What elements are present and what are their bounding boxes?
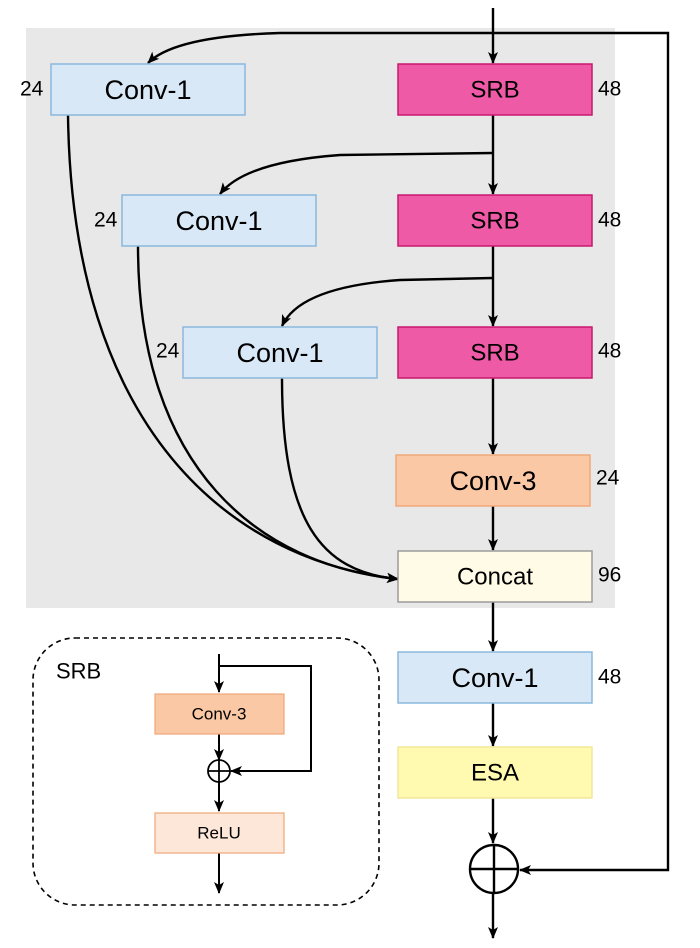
legend-add-icon [207,759,231,783]
arrow-conv1b-to-concat [136,245,399,583]
srb-legend: SRB Conv-3 ReLU [32,637,380,906]
conv3-block-label: Conv-3 [449,466,536,496]
conv1-block-c-label: Conv-1 [236,338,323,368]
arrow-branch-2 [219,151,494,195]
connections [66,8,670,939]
channel-conv1-out: 48 [598,666,621,689]
arrow-branch-3 [280,276,494,327]
arrow-conv1c-to-concat [280,377,399,583]
esa-block-label: ESA [471,760,519,787]
legend-conv3-label: Conv-3 [192,705,247,724]
legend-relu-block [154,812,285,854]
add-icon [468,843,520,895]
channel-srb-3: 48 [598,340,621,363]
conv3-block [395,454,591,507]
legend-conv3-block [154,693,285,735]
srb-block-3-label: SRB [470,340,519,367]
concat-block [397,550,593,603]
conv1-block-b [121,194,317,247]
conv1-block-b-label: Conv-1 [175,206,262,236]
conv1-output-block-label: Conv-1 [451,663,538,693]
channel-conv3: 24 [596,467,620,490]
arrow-global-residual [493,31,670,875]
srb-legend-title: SRB [56,659,101,684]
channel-srb-2: 48 [598,209,621,232]
srb-block-1-label: SRB [470,77,519,104]
srb-block-2-label: SRB [470,208,519,235]
arrow-branch-1 [147,31,493,64]
conv1-output-block [397,651,593,704]
channel-concat: 96 [598,564,621,587]
esa-block [397,746,593,799]
srb-block-1 [397,63,593,116]
conv1-block-c [182,326,378,379]
srb-block-3 [397,326,593,379]
conv1-block-a [50,63,246,116]
srb-block-2 [397,194,593,247]
concat-block-label: Concat [457,564,533,591]
conv1-block-a-label: Conv-1 [104,75,191,105]
distillation-panel [26,28,615,608]
channel-conv1-a: 24 [20,78,44,101]
legend-skip-connection [219,665,312,776]
channel-conv1-c: 24 [156,340,180,363]
legend-relu-label: ReLU [197,824,240,843]
srb-legend-frame [32,637,380,906]
channel-srb-1: 48 [598,78,621,101]
channel-conv1-b: 24 [94,209,118,232]
